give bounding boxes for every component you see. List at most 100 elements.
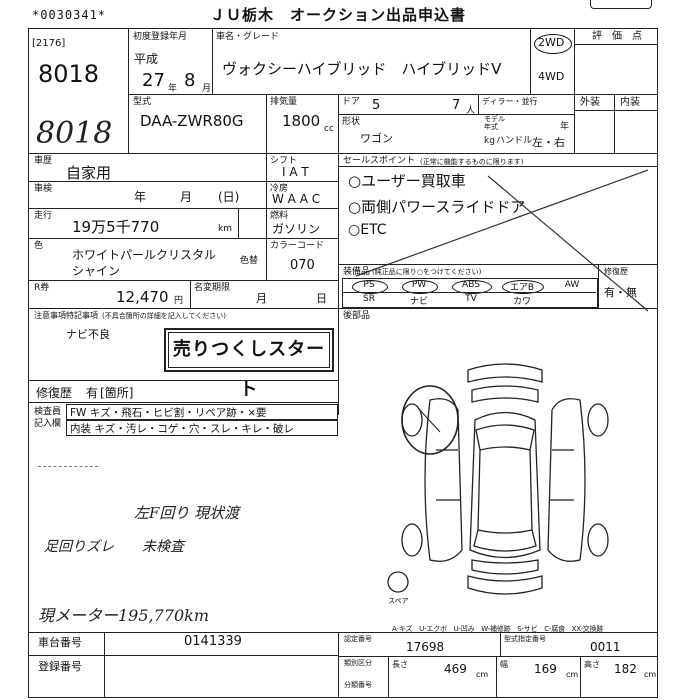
inspection-fw: FW キズ・飛石・ヒビ割・リペア跡・×要 [70, 407, 267, 419]
equipment-grid [342, 278, 598, 308]
fuel-label: 燃料 [270, 211, 289, 221]
inspection-label: 車検 [34, 184, 53, 194]
bottom-row-top [28, 632, 658, 633]
rear-parts-label: 後部品 [343, 311, 371, 321]
car-right-side [547, 398, 586, 562]
repair-label: 修復歴 [36, 386, 73, 400]
body-type: ワゴン [360, 132, 393, 145]
inspection-int-box [66, 420, 338, 436]
category-label: 分類番号 [344, 681, 372, 689]
equipment-label: 装備品 [343, 267, 371, 277]
row-line-inspection [28, 181, 338, 182]
handle: 左・右 [532, 136, 565, 149]
dims-row-top [338, 656, 658, 657]
use-value: 自家用 [66, 164, 112, 182]
repair-value: 有 [86, 386, 99, 400]
model-year-label: モデル 年式 [484, 115, 505, 131]
handwritten-note-3: 現メーター195,770km [38, 606, 210, 625]
sales-label: セールスポイント [343, 156, 416, 166]
equip-pw: PW [411, 280, 427, 290]
length: 469 [444, 662, 467, 676]
height: 182 [614, 662, 637, 676]
lot-code: [2176] [32, 38, 66, 49]
bottom-col-divider [338, 632, 339, 698]
rating-line-2 [574, 94, 658, 95]
inspection-year: 年 [134, 190, 147, 204]
rating-line [574, 44, 658, 45]
sales-point-1: ○ユーザー買取車 [348, 172, 466, 190]
equip-navi: ナビ [409, 297, 428, 307]
rating-divider [574, 28, 575, 153]
handle-label: ハンドル [496, 136, 533, 146]
class-code-label: 類別区分 [344, 659, 372, 667]
equipment-row-top [338, 264, 658, 265]
length-label: 長さ [392, 660, 408, 669]
color-label: 色 [34, 241, 44, 251]
exterior-label: 外装 [580, 97, 600, 108]
navi-defect: ナビ不良 [66, 328, 110, 341]
doors: 5 [372, 98, 381, 113]
accident-label: 修復歴 [604, 267, 628, 276]
sales-cross-out [355, 169, 649, 312]
load-unit: kg [484, 136, 495, 146]
capacity: 7 [452, 98, 461, 113]
inspection-fw-box [66, 404, 338, 420]
equip-tv: TV [465, 294, 477, 304]
km-divider [238, 208, 239, 238]
drive-2wd: 2WD [538, 36, 565, 49]
tax-divider [190, 280, 191, 308]
width-unit: cm [566, 670, 579, 679]
car-rear-window [473, 529, 537, 552]
tire-rear-right [587, 523, 609, 557]
equip-ps: PS [363, 280, 375, 290]
model: DAA-ZWR80G [140, 112, 244, 130]
equip-leather: カワ [512, 297, 531, 307]
door-label: ドア [342, 97, 361, 107]
width-label: 幅 [500, 660, 508, 669]
caution-label: 注意事項特記事項 [34, 311, 98, 320]
sales-label-line [338, 166, 658, 167]
car-diagram [387, 363, 609, 595]
drive-2wd-circled [534, 34, 572, 54]
serial-number: *0030341* [32, 8, 107, 22]
type-designation-label: 型式指定番号 [504, 635, 546, 643]
cert-divider [500, 632, 501, 656]
damage-legend: A-キズ U-エクボ U-凹み W-補修跡 S-サビ C-腐食 XX-交換跡 [392, 625, 604, 633]
spec-mid-line [338, 114, 574, 115]
bottom-mid [28, 655, 338, 656]
ext-int-divider [614, 94, 615, 153]
ac: W A A C [272, 192, 321, 206]
height-unit: cm [644, 670, 657, 679]
abs-circle [452, 280, 492, 294]
repair-row-top [28, 380, 338, 381]
shift: I A T [282, 165, 309, 179]
tax: 12,470 [116, 288, 169, 306]
cc-unit: cc [324, 124, 334, 134]
car-name: ヴォクシーハイブリッド ハイブリッドV [222, 60, 502, 78]
sales-stamp: 売りつくしスタート [164, 328, 334, 400]
inspector-label: 検査員 記入欄 [34, 407, 62, 429]
tire-front-right [587, 403, 609, 437]
ext-int-line [574, 110, 658, 111]
capacity-unit: 人 [466, 106, 476, 116]
dims-div-3 [580, 656, 581, 698]
mid-col-divider [266, 153, 267, 280]
inspection-month: 月 [180, 190, 193, 204]
row-line-tax [28, 280, 338, 281]
dealer-label: ディラー・並行 [482, 97, 538, 106]
equip-airbag: エアB [509, 283, 535, 293]
dims-div-1 [388, 656, 389, 698]
inspection-day: (日) [218, 190, 240, 204]
certification-label: 認定番号 [344, 635, 372, 643]
ac-label: 冷房 [270, 184, 289, 194]
damage-circle [401, 385, 459, 455]
repair-place: [箇所] [100, 386, 134, 400]
reg-divider [212, 28, 213, 94]
equip-abs: ABS [462, 280, 480, 290]
dims-div-2 [496, 656, 497, 698]
interior-label: 内装 [620, 97, 640, 108]
type-designation: 0011 [590, 640, 621, 654]
body-label: 形状 [342, 117, 361, 127]
mileage: 19万5千770 [72, 218, 160, 236]
width: 169 [534, 662, 557, 676]
